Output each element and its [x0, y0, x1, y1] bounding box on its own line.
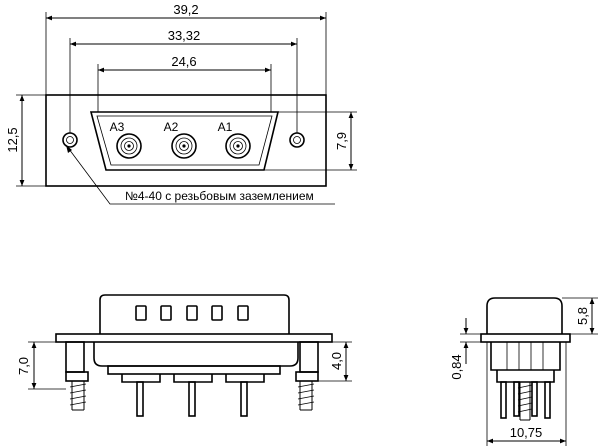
- flange-end: [480, 333, 571, 343]
- dim-shell-height: 7,9: [334, 132, 349, 150]
- contact-label-a2: A2: [164, 120, 179, 134]
- shell-inner: [96, 115, 273, 166]
- body-side: [93, 342, 299, 367]
- dim-flange-thickness: 0,84: [449, 354, 464, 379]
- dim-overall-width: 39,2: [173, 2, 198, 17]
- note-leader: [65, 144, 335, 205]
- pin-2: [188, 381, 196, 417]
- pin-3: [240, 381, 248, 417]
- side-view: 7,0 4,0: [16, 294, 352, 417]
- thread-note: №4-40 с резьбовым заземлением: [125, 189, 314, 203]
- shell-side: [99, 294, 290, 334]
- thread-right: [297, 381, 315, 411]
- flange-outline: [45, 94, 327, 187]
- mount-hole-right: [289, 132, 305, 148]
- dim-hole-spacing: 33,32: [168, 28, 201, 43]
- pin-1: [136, 381, 144, 417]
- dim-shell-width: 24,6: [171, 54, 196, 69]
- mount-hole-left: [62, 132, 78, 148]
- contact-a2: [171, 133, 197, 159]
- front-view: A3 A2 A1 39,2 33,32 24,6 12,5 7,9 №4-40 …: [5, 2, 357, 205]
- body-end: [490, 342, 561, 371]
- dim-flange-height: 12,5: [5, 127, 20, 152]
- contact-label-a3: A3: [110, 120, 125, 134]
- dim-pin-length: 4,0: [329, 352, 344, 370]
- flange-side: [55, 333, 333, 343]
- shell-end: [486, 297, 563, 334]
- dim-mount-height: 7,0: [16, 357, 31, 375]
- dim-end-width: 10,75: [510, 425, 543, 440]
- thread-end: [517, 382, 533, 421]
- thread-left: [69, 381, 87, 411]
- contact-label-a1: A1: [218, 120, 233, 134]
- contact-a1: [225, 133, 251, 159]
- end-view: 5,8 0,84 10,75: [449, 297, 598, 446]
- dim-top-height: 5,8: [575, 307, 590, 325]
- contact-a3: [116, 133, 142, 159]
